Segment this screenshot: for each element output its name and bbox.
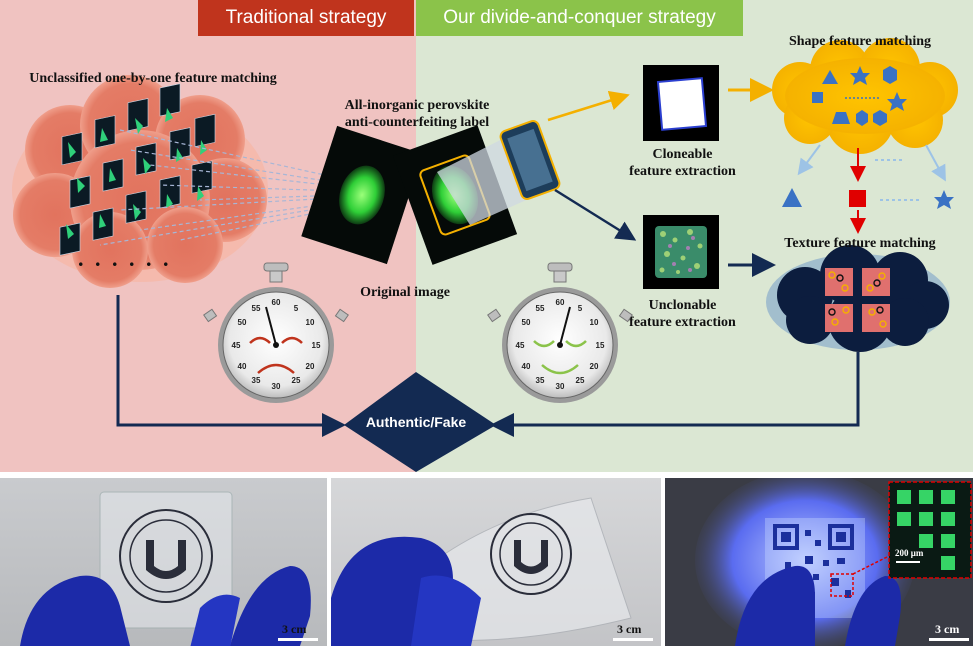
- svg-text:20: 20: [306, 362, 315, 371]
- star-icon: [850, 66, 870, 85]
- decision-label: Authentic/Fake: [365, 414, 467, 430]
- unclonable-label-line1: Unclonable: [648, 298, 717, 313]
- cloneable-label-line1: Cloneable: [652, 147, 713, 162]
- texture-matching-label: Texture feature matching: [784, 236, 936, 251]
- svg-text:30: 30: [272, 382, 281, 391]
- cloneable-feature-image: [643, 65, 719, 141]
- cloneable-extraction-label: Cloneable feature extraction: [610, 146, 755, 180]
- svg-text:35: 35: [536, 376, 545, 385]
- inset-scale-bar: 200 μm: [895, 548, 924, 558]
- svg-text:5: 5: [578, 304, 583, 313]
- hexagon-icon: [873, 110, 887, 126]
- svg-text:25: 25: [292, 376, 301, 385]
- original-image-label: Original image: [360, 285, 450, 300]
- scale-bar-line-3: [929, 638, 969, 641]
- svg-text:5: 5: [294, 304, 299, 313]
- svg-text:10: 10: [306, 318, 315, 327]
- texture-matching-cloud: [766, 245, 950, 352]
- strategy-diagram: 60 5 10 15 20 25 30 35 40 45 50 55 60 5 10 15 20 25 …: [12, 38, 958, 472]
- arrow-to-unclonable: [554, 188, 637, 241]
- stopwatch-icon: 60 5 10 15 20 25 30 35 40 45 50 55: [203, 262, 349, 403]
- scale-bar-3: 3 cm: [935, 622, 960, 636]
- svg-text:60: 60: [272, 298, 281, 307]
- traditional-flow-line: [116, 295, 346, 437]
- more-tiles-ellipsis: . . . . . .: [78, 246, 172, 271]
- svg-text:40: 40: [238, 362, 247, 371]
- inset-scale-line: [896, 561, 920, 563]
- hexagon-icon: [856, 110, 868, 126]
- triangle-icon: [782, 188, 802, 207]
- triangle-icon: [822, 70, 838, 84]
- perovskite-label: All-inorganic perovskite anti-counterfei…: [322, 97, 512, 131]
- original-image-label: [301, 120, 561, 265]
- our-flow-line: [490, 352, 860, 437]
- divide-conquer-header: Our divide-and-conquer strategy: [416, 0, 743, 36]
- scale-bar-1: 3 cm: [282, 622, 307, 636]
- hexagon-icon: [883, 66, 897, 84]
- star-icon: [887, 92, 907, 111]
- star-icon: [934, 190, 954, 209]
- perovskite-label-line1: All-inorganic perovskite: [344, 98, 490, 113]
- svg-text:50: 50: [238, 318, 247, 327]
- feature-tiles: [59, 83, 216, 256]
- unclonable-extraction-label: Unclonable feature extraction: [610, 297, 755, 331]
- svg-text:45: 45: [232, 341, 241, 350]
- scale-bar-line-2: [613, 638, 653, 641]
- photo-label-held: 3 cm: [0, 478, 327, 646]
- cloneable-label-line2: feature extraction: [629, 164, 736, 179]
- svg-text:15: 15: [312, 341, 321, 350]
- arrow-to-cloneable: [547, 90, 630, 122]
- photo-qr-luminescent: 200 μm 3 cm: [665, 478, 973, 646]
- svg-text:30: 30: [556, 382, 565, 391]
- svg-text:25: 25: [576, 376, 585, 385]
- square-icon: [812, 92, 823, 103]
- svg-text:10: 10: [590, 318, 599, 327]
- trapezoid-icon: [832, 112, 850, 124]
- photo-label-flexible: 3 cm: [331, 478, 661, 646]
- stopwatch-icon: 60 5 10 15 20 25 30 35 40 45 50 55: [487, 262, 633, 403]
- shape-matching-cloud: [772, 38, 958, 154]
- unclonable-label-line2: feature extraction: [629, 315, 736, 330]
- unclonable-feature-image: [643, 215, 719, 289]
- svg-text:20: 20: [590, 362, 599, 371]
- shape-matching-label: Shape feature matching: [788, 34, 932, 49]
- square-icon: [849, 190, 866, 207]
- svg-text:55: 55: [536, 304, 545, 313]
- svg-text:55: 55: [252, 304, 261, 313]
- unclassified-matching-label: Unclassified one-by-one feature matching: [29, 71, 277, 86]
- svg-text:35: 35: [252, 376, 261, 385]
- svg-text:15: 15: [596, 341, 605, 350]
- traditional-strategy-header: Traditional strategy: [198, 0, 414, 36]
- svg-text:50: 50: [522, 318, 531, 327]
- svg-text:45: 45: [516, 341, 525, 350]
- svg-text:40: 40: [522, 362, 531, 371]
- svg-text:60: 60: [556, 298, 565, 307]
- decision-diamond: [344, 372, 496, 472]
- perovskite-label-line2: anti-counterfeiting label: [344, 115, 490, 130]
- scale-bar-2: 3 cm: [617, 622, 642, 636]
- scale-bar-line-1: [278, 638, 318, 641]
